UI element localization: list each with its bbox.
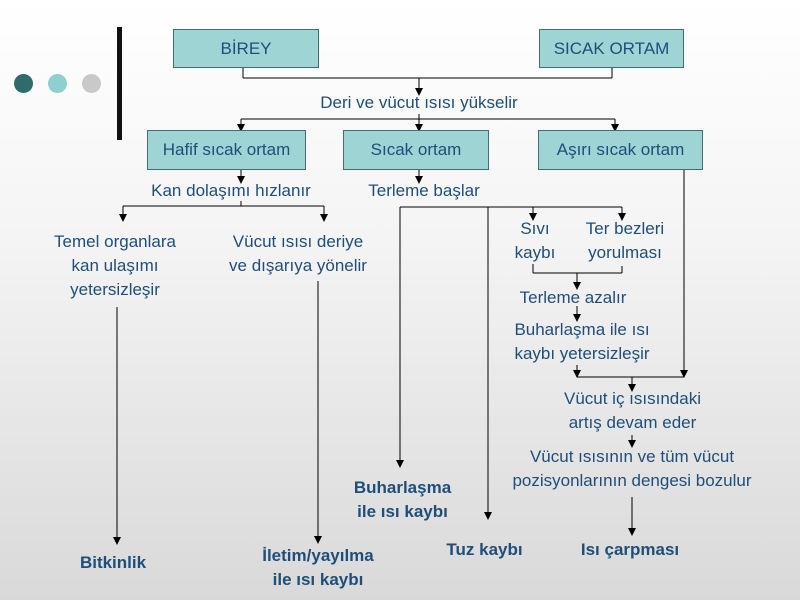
step-buharlasma-yetersiz: Buharlaşma ile ısı kaybı yetersizleşir bbox=[514, 320, 650, 363]
step-terleme-baslar: Terleme başlar bbox=[368, 181, 480, 200]
box-asiri-sicak-ortam: Aşırı sıcak ortam bbox=[538, 130, 703, 170]
step-vucut-deri: Vücut ısısı deriye ve dışarıya yönelir bbox=[229, 232, 367, 275]
outcome-iletim: İletim/yayılma ile ısı kaybı bbox=[262, 546, 374, 589]
step-temel-organlar: Temel organlara kan ulaşımı yetersizleşi… bbox=[54, 232, 176, 299]
decor-dot-2 bbox=[48, 74, 67, 93]
step-deri: Deri ve vücut ısısı yükselir bbox=[320, 93, 518, 112]
step-denge: Vücut ısısının ve tüm vücut pozisyonları… bbox=[512, 447, 752, 490]
step-sivi-kaybi: Sıvı kaybı bbox=[514, 219, 556, 262]
box-sicak-ortam: Sıcak ortam bbox=[343, 130, 489, 170]
box-birey: BİREY bbox=[173, 29, 319, 68]
step-ter-bezleri: Ter bezleri yorulması bbox=[585, 219, 665, 262]
outcome-bitkinlik: Bitkinlik bbox=[79, 553, 147, 572]
outcome-buharlasma: Buharlaşma ile ısı kaybı bbox=[353, 478, 452, 521]
decor-dot-1 bbox=[14, 74, 33, 93]
outcome-isi-carpmasi: Isı çarpması bbox=[580, 540, 680, 559]
box-sicak-ortam-top: SICAK ORTAM bbox=[539, 29, 684, 68]
box-hafif-sicak-ortam: Hafif sıcak ortam bbox=[147, 130, 306, 170]
decor-dot-3 bbox=[82, 74, 101, 93]
step-kan: Kan dolaşımı hızlanır bbox=[151, 181, 311, 200]
outcome-tuz-kaybi: Tuz kaybı bbox=[446, 540, 523, 559]
step-ic-isi: Vücut iç ısısındaki artış devam eder bbox=[563, 389, 701, 432]
decor-vertical-bar bbox=[117, 27, 122, 140]
step-terleme-azalir: Terleme azalır bbox=[519, 288, 627, 307]
